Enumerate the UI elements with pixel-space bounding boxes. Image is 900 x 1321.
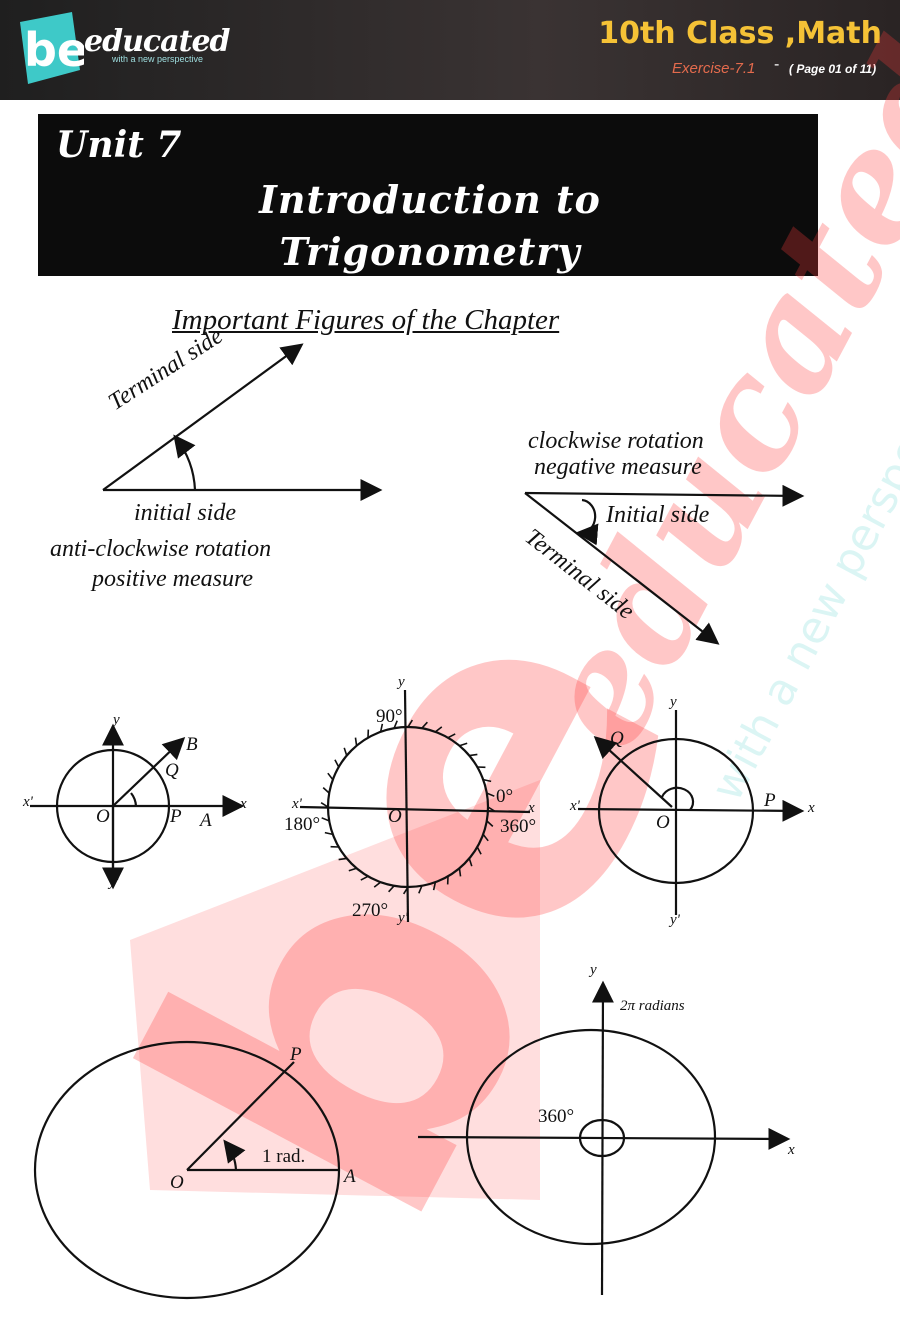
- fig1-caption-rotation: anti-clockwise rotation: [50, 536, 272, 562]
- fig5-p-label: P: [764, 790, 776, 811]
- unit-label: Unit 7: [56, 124, 182, 166]
- fig6-radian-label: 1 rad.: [262, 1146, 306, 1167]
- fig3-xp-label: x': [23, 794, 33, 810]
- figure-anticlockwise-angle: [102, 343, 383, 501]
- figure-full-rotation-circle: [299, 689, 531, 923]
- page-header: be educated with a new perspective 10th …: [0, 0, 900, 100]
- fig4-y-label: y: [398, 674, 405, 690]
- figure-unit-circle-second-quadrant: [577, 710, 805, 915]
- fig3-q-label: Q: [165, 760, 179, 781]
- fig5-x-label: x: [808, 800, 815, 816]
- fig7-radians-label: 2π radians: [620, 998, 685, 1014]
- logo-tagline: with a new perspective: [112, 54, 204, 64]
- page-indicator: ( Page 01 of 11): [789, 62, 877, 76]
- fig5-origin-label: O: [656, 812, 670, 833]
- beeducated-logo-icon: be: [20, 12, 84, 84]
- figure-clockwise-angle: [524, 484, 805, 645]
- class-subject-title: 10th Class ,Math: [598, 16, 882, 51]
- fig4-270-label: 270°: [352, 900, 389, 921]
- fig3-p-label: P: [170, 806, 182, 827]
- fig4-origin-label: O: [388, 806, 402, 827]
- fig3-yp-label: y': [109, 874, 119, 890]
- unit-title-line-1: Introduction to: [259, 177, 601, 222]
- fig5-q-label: Q: [610, 728, 624, 749]
- fig5-y-label: y: [670, 694, 677, 710]
- fig3-origin-label: O: [96, 806, 110, 827]
- fig6-a-label: A: [344, 1166, 356, 1187]
- logo-text: educated: [84, 24, 231, 59]
- fig5-yp-label: y': [670, 912, 680, 928]
- svg-text:be: be: [24, 23, 84, 77]
- fig6-p-label: P: [290, 1044, 302, 1065]
- fig2-caption-rotation: clockwise rotation: [528, 428, 704, 454]
- fig1-caption-measure: positive measure: [92, 566, 254, 592]
- exercise-label: Exercise-7.1: [672, 60, 756, 77]
- fig7-360-label: 360°: [538, 1106, 575, 1127]
- header-dash: -: [774, 56, 780, 73]
- fig3-b-label: B: [186, 734, 198, 755]
- fig3-y-label: y: [113, 712, 120, 728]
- fig7-x-label: x: [788, 1142, 795, 1158]
- figure-unit-circle-first-quadrant: [30, 723, 245, 890]
- fig4-x-label: x: [528, 800, 535, 816]
- fig4-90-label: 90°: [376, 706, 403, 727]
- fig4-xp-label: x': [292, 796, 302, 812]
- figure-one-radian: [33, 1040, 341, 1300]
- figure-two-pi-radians: [417, 980, 791, 1296]
- unit-title-line-2: Trigonometry: [279, 229, 581, 274]
- fig3-a-label: A: [200, 810, 212, 831]
- fig4-180-label: 180°: [284, 814, 321, 835]
- figures-heading: Important Figures of the Chapter: [172, 304, 560, 336]
- unit-banner: [38, 114, 818, 276]
- fig5-xp-label: x': [570, 798, 580, 814]
- fig4-yp-label: y': [398, 910, 408, 926]
- fig4-0-label: 0°: [496, 786, 514, 807]
- fig7-y-label: y: [590, 962, 597, 978]
- fig2-caption-measure: negative measure: [534, 454, 702, 480]
- fig6-origin-label: O: [170, 1172, 184, 1193]
- fig2-initial-side-label: Initial side: [606, 502, 710, 528]
- fig1-initial-side-label: initial side: [134, 500, 236, 526]
- unit-title: Introduction to Trigonometry: [160, 174, 700, 278]
- fig4-360-label: 360°: [500, 816, 537, 837]
- fig3-x-label: x: [240, 796, 247, 812]
